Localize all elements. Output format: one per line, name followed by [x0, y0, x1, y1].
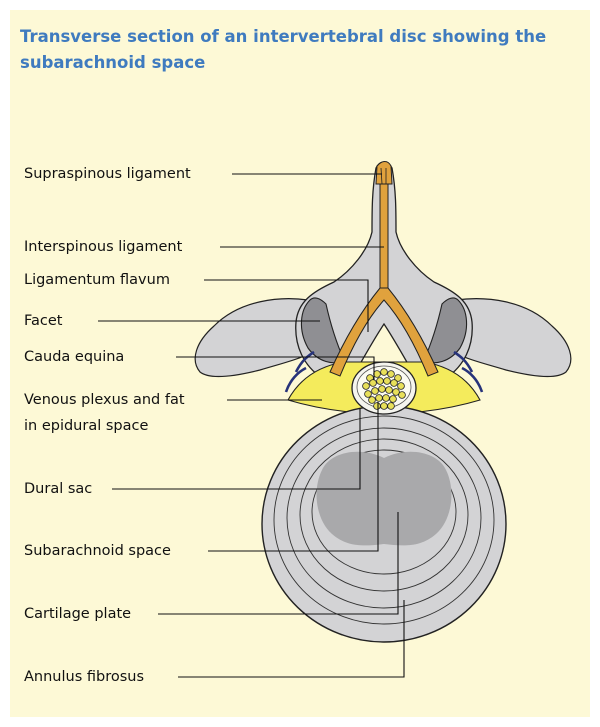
label-cauda-equina: Cauda equina [24, 348, 124, 366]
label-supraspinous-ligament: Supraspinous ligament [24, 165, 191, 183]
label-cartilage-plate: Cartilage plate [24, 605, 131, 623]
right-transverse-process [456, 299, 571, 377]
label-ligamentum-flavum: Ligamentum flavum [24, 271, 170, 289]
label-venous-plexus-line1: Venous plexus and fat [24, 391, 185, 409]
label-facet: Facet [24, 312, 62, 330]
interspinous-ligament [380, 184, 388, 296]
nucleus-pulposus [317, 452, 452, 546]
label-subarachnoid-space: Subarachnoid space [24, 542, 171, 560]
left-transverse-process [195, 299, 308, 377]
supraspinous-ligament [376, 162, 392, 185]
label-interspinous-ligament: Interspinous ligament [24, 238, 182, 256]
label-annulus-fibrosus: Annulus fibrosus [24, 668, 144, 686]
label-dural-sac: Dural sac [24, 480, 92, 498]
label-venous-plexus-line2: in epidural space [24, 417, 148, 435]
